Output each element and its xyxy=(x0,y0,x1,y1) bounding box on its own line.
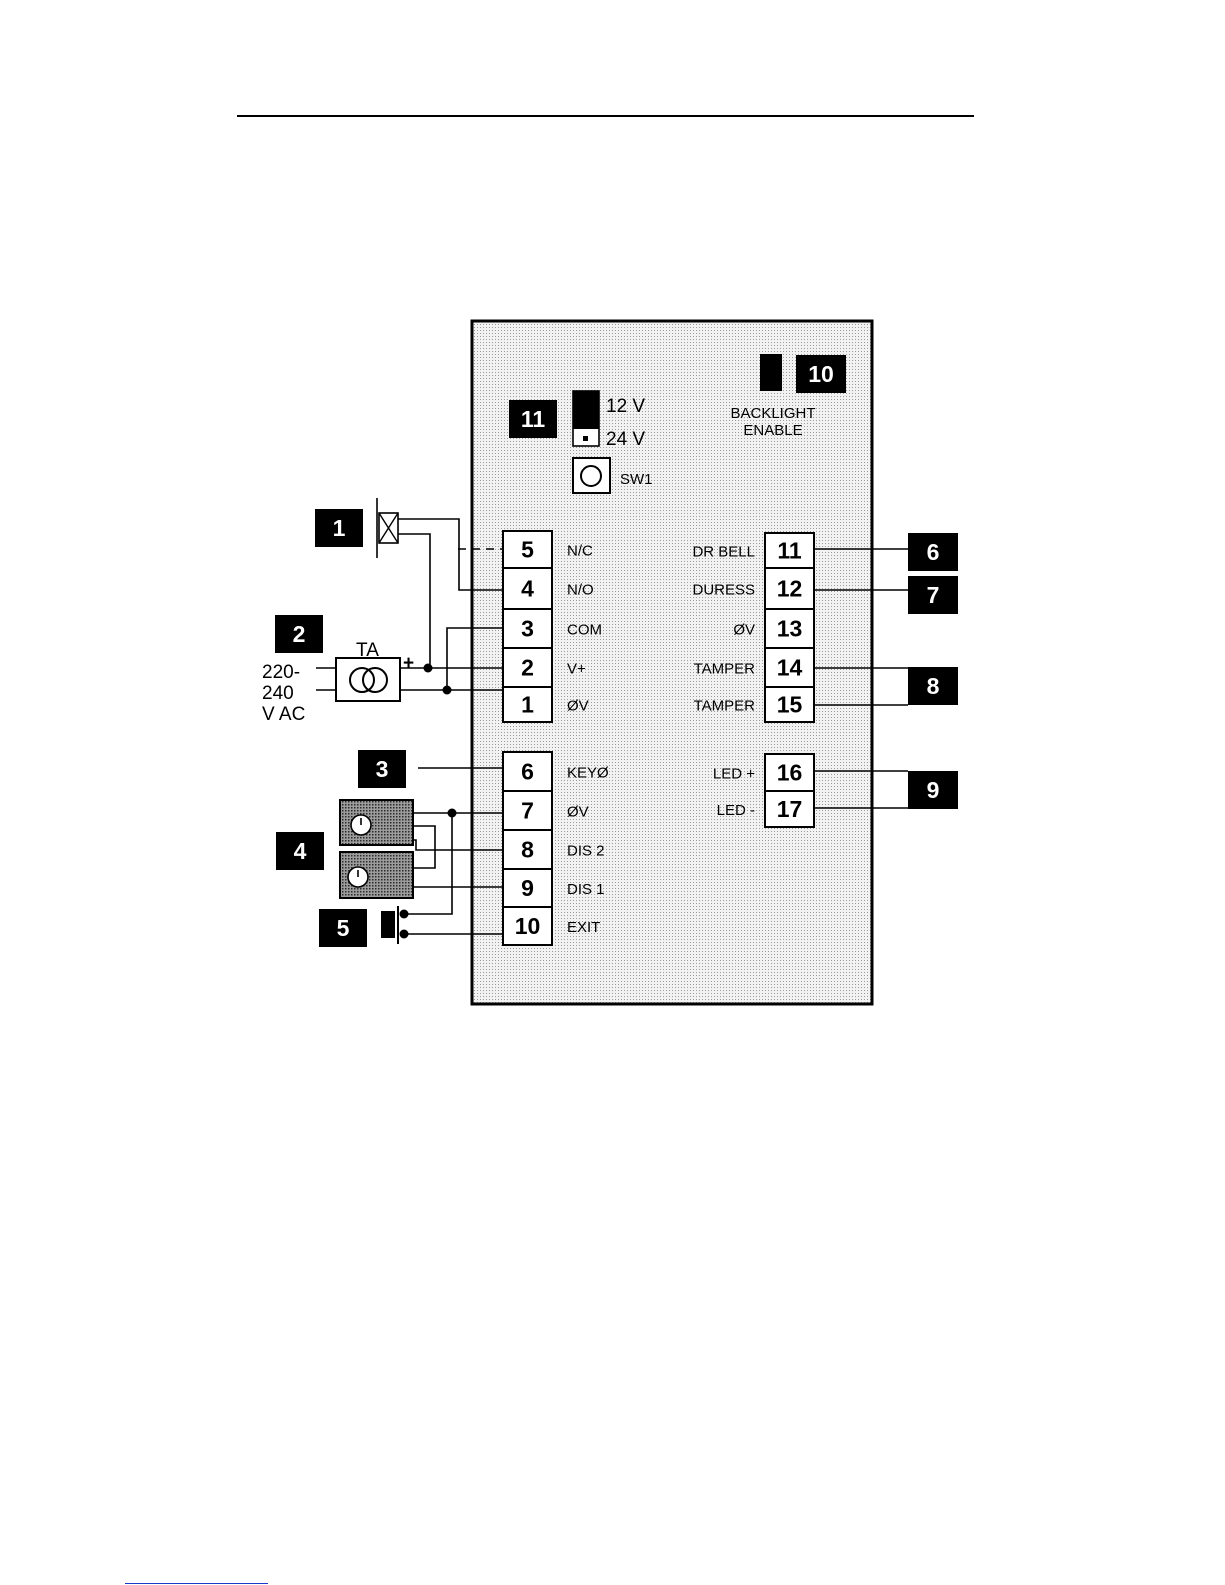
terminal-label: TAMPER xyxy=(694,661,756,678)
terminal-number: 6 xyxy=(521,759,534,785)
terminal-label: ØV xyxy=(567,804,589,821)
callout-8: 8 xyxy=(908,667,958,705)
terminal-number: 12 xyxy=(777,576,803,602)
terminal-label: COM xyxy=(567,622,602,639)
callout-number: 7 xyxy=(927,582,940,608)
terminal-label: V+ xyxy=(567,661,586,678)
callout-7: 7 xyxy=(908,576,958,614)
terminal-number: 8 xyxy=(521,837,534,863)
callout-number: 10 xyxy=(808,361,834,387)
exit-button-symbol xyxy=(381,906,398,944)
terminal-number: 7 xyxy=(521,798,534,824)
terminal-number: 11 xyxy=(777,538,802,564)
callout-number: 6 xyxy=(927,539,940,565)
terminal-number: 9 xyxy=(521,875,534,901)
terminal-number: 13 xyxy=(777,616,803,642)
terminal-number: 4 xyxy=(521,576,534,602)
supply-label-1: 220- xyxy=(262,662,300,683)
callout-number: 5 xyxy=(337,915,350,941)
terminal-label: N/C xyxy=(567,543,593,560)
terminal-label: DR BELL xyxy=(692,544,755,561)
backlight-label-1: BACKLIGHT xyxy=(730,405,815,422)
jumper-24v-label: 24 V xyxy=(606,429,645,450)
terminal-label: TAMPER xyxy=(694,698,756,715)
terminal-number: 10 xyxy=(515,913,541,939)
callout-3: 3 xyxy=(358,750,406,788)
terminal-label: N/O xyxy=(567,582,594,599)
sw1-label: SW1 xyxy=(620,471,653,488)
terminal-label: LED - xyxy=(717,802,755,819)
terminal-number: 15 xyxy=(777,692,803,718)
terminal-number: 14 xyxy=(777,655,803,681)
callout-11: 11 xyxy=(509,400,557,438)
callout-number: 1 xyxy=(333,515,346,541)
terminal-label: DIS 2 xyxy=(567,843,605,860)
callout-number: 4 xyxy=(294,838,307,864)
terminal-label: DURESS xyxy=(692,582,755,599)
terminal-label: LED + xyxy=(713,766,755,783)
callout-2: 2 xyxy=(275,615,323,653)
transformer-plus: + xyxy=(403,653,414,674)
supply-label-3: V AC xyxy=(262,704,305,725)
callout-9: 9 xyxy=(908,771,958,809)
callout-number: 2 xyxy=(293,621,306,647)
terminal-number: 17 xyxy=(777,796,803,822)
terminal-number: 5 xyxy=(521,537,534,563)
terminal-number: 16 xyxy=(777,760,803,786)
callout-10: 10 xyxy=(796,355,846,393)
lock-symbol xyxy=(379,513,398,543)
terminal-label: DIS 1 xyxy=(567,881,605,898)
terminal-label: EXIT xyxy=(567,919,600,936)
footer-rule xyxy=(125,1583,268,1584)
terminal-label: ØV xyxy=(567,698,589,715)
terminal-number: 3 xyxy=(521,616,534,642)
terminal-number: 2 xyxy=(521,655,534,681)
callout-1: 1 xyxy=(315,509,363,547)
backlight-label-2: ENABLE xyxy=(743,422,802,439)
callout-6: 6 xyxy=(908,533,958,571)
transformer-label: TA xyxy=(356,640,379,661)
terminal-label: KEYØ xyxy=(567,765,609,782)
supply-label-2: 240 xyxy=(262,683,294,704)
callout-5: 5 xyxy=(319,909,367,947)
reader-devices xyxy=(340,800,413,898)
callout-4: 4 xyxy=(276,832,324,870)
callout-number: 9 xyxy=(927,777,940,803)
terminal-number: 1 xyxy=(521,692,534,718)
callout-number: 11 xyxy=(521,406,546,432)
terminal-label: ØV xyxy=(733,622,755,639)
callout-number: 8 xyxy=(927,673,940,699)
callout-number: 3 xyxy=(376,756,389,782)
jumper-12v-label: 12 V xyxy=(606,396,645,417)
